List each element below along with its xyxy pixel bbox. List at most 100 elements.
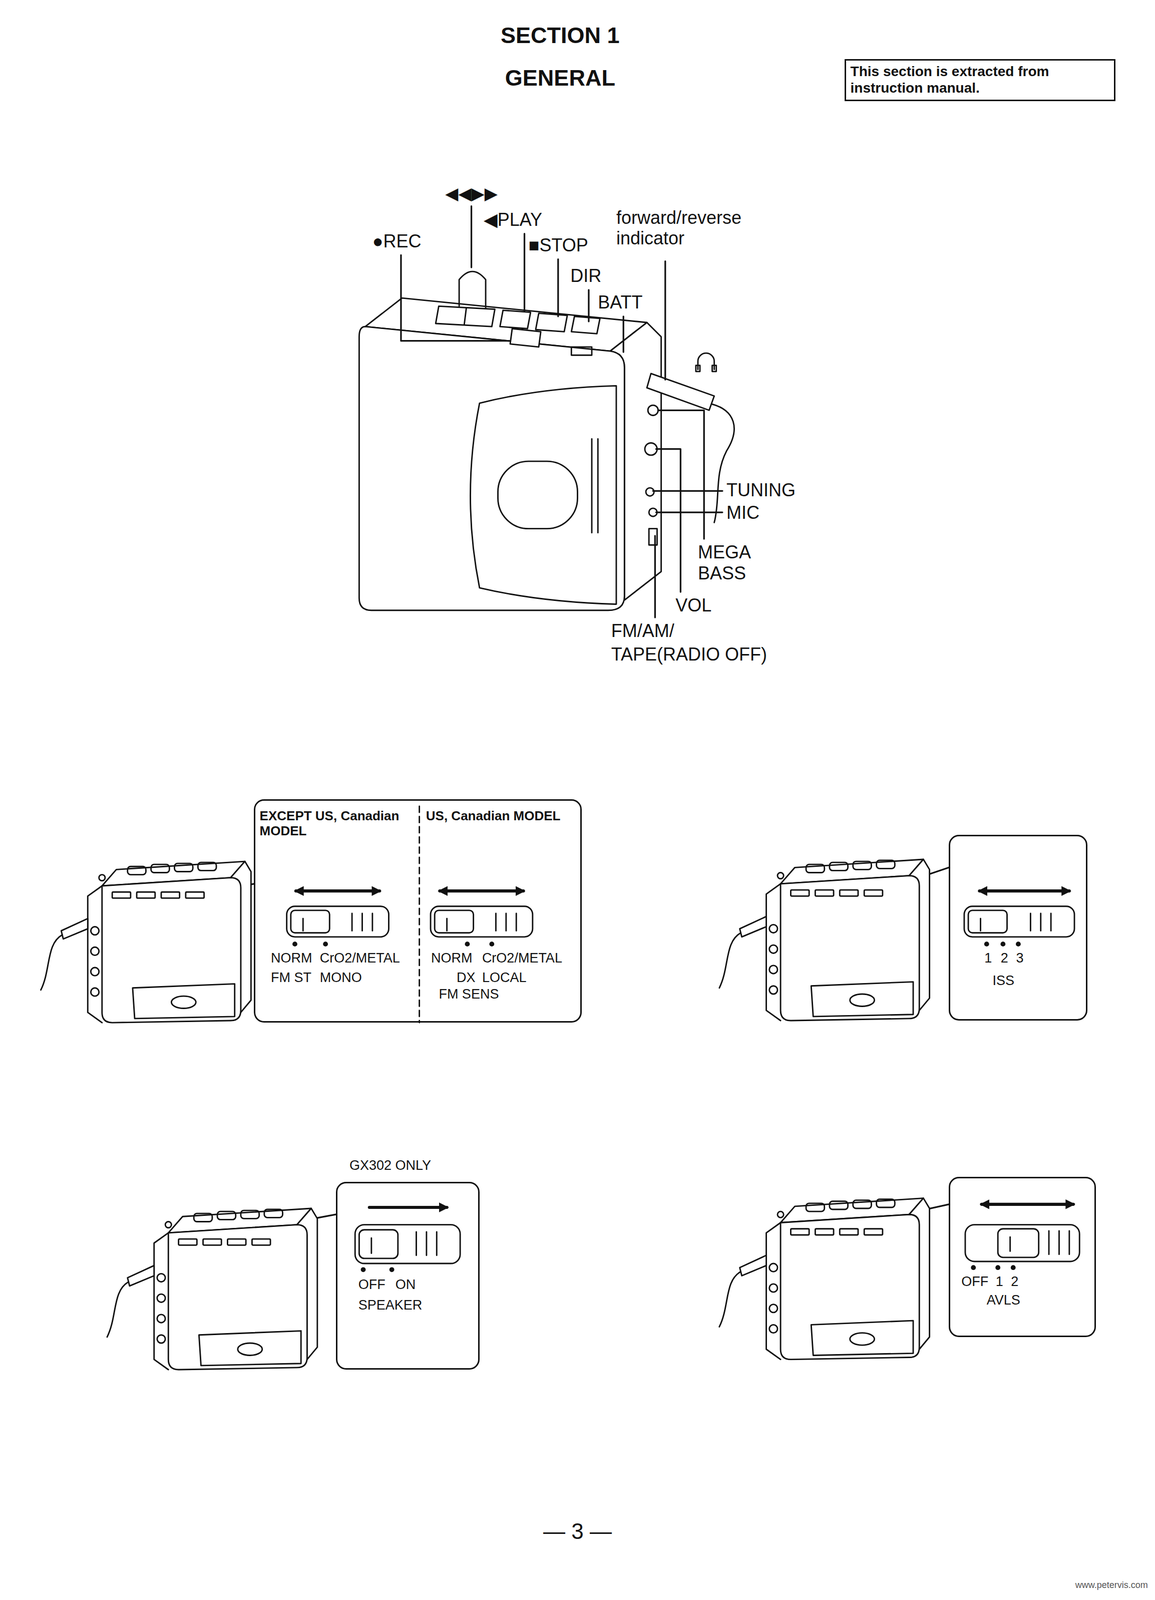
slide-switch bbox=[295, 889, 380, 893]
switch-panel: GX302 ONLYOFFONSPEAKER bbox=[335, 1181, 480, 1370]
cassette-player bbox=[464, 307, 467, 325]
cassette-player bbox=[695, 365, 700, 372]
cassette-player bbox=[571, 316, 600, 334]
slide-switch bbox=[439, 889, 524, 893]
leader-line bbox=[187, 206, 949, 1243]
watermark: www.petervis.com bbox=[1075, 1579, 1148, 1591]
switch-panel: 123ISS bbox=[948, 834, 1088, 1021]
position-dot bbox=[970, 1264, 976, 1270]
cassette-player bbox=[358, 271, 734, 611]
mini-player bbox=[41, 861, 252, 1023]
switch-label: ISS bbox=[992, 972, 1015, 989]
leader-line bbox=[655, 449, 681, 592]
position-dot bbox=[360, 1266, 366, 1272]
mini-player bbox=[719, 859, 930, 1021]
switch-label: AVLS bbox=[986, 1292, 1021, 1308]
switch-panel: OFF 12AVLS bbox=[948, 1176, 1096, 1337]
switch-panel: EXCEPT US, Canadian MODEL NORM CrO2/METAL F… bbox=[253, 799, 582, 1023]
position-dot bbox=[1000, 941, 1006, 947]
switch-label: 1 bbox=[984, 950, 992, 966]
switch-label: OFF bbox=[358, 1276, 386, 1293]
cassette-player bbox=[358, 326, 625, 611]
cassette-player bbox=[500, 310, 531, 329]
slide-switch bbox=[968, 910, 1007, 933]
cassette-player bbox=[591, 438, 598, 533]
leader-line bbox=[523, 233, 526, 312]
slide-switch bbox=[286, 906, 390, 937]
position-dot bbox=[1015, 941, 1021, 947]
note-box: This section is extracted from instructi… bbox=[844, 59, 1116, 101]
switch-label: DX bbox=[456, 969, 476, 986]
slide-switch bbox=[290, 910, 330, 933]
leader-line bbox=[470, 206, 473, 268]
position-dot bbox=[292, 941, 298, 947]
section-title: SECTION 1 bbox=[500, 22, 620, 49]
position-dot bbox=[322, 941, 328, 947]
switch-label: 1 bbox=[995, 1273, 1004, 1290]
panel-heading: EXCEPT US, Canadian MODEL bbox=[259, 808, 421, 839]
leader-line bbox=[652, 490, 723, 492]
button-label: ■STOP bbox=[528, 234, 589, 256]
cassette-player bbox=[510, 328, 541, 347]
slide-switch bbox=[369, 1205, 448, 1209]
slide-switch bbox=[447, 913, 517, 931]
cassette-player bbox=[647, 405, 658, 416]
indicator-label: forward/reverse indicator bbox=[616, 207, 790, 249]
slide-switch bbox=[1010, 1230, 1070, 1255]
position-dot bbox=[489, 941, 495, 947]
slide-switch bbox=[354, 1224, 461, 1264]
slide-switch bbox=[286, 806, 1080, 1264]
slide-switch bbox=[371, 1231, 437, 1256]
switch-label: CrO2/METAL bbox=[319, 950, 401, 966]
cassette-player bbox=[571, 346, 592, 355]
slide-switch bbox=[965, 1224, 1080, 1262]
cassette-player bbox=[435, 305, 495, 327]
button-label: ●REC bbox=[372, 230, 422, 252]
panel-heading: GX302 ONLY bbox=[349, 1157, 432, 1174]
mini-player bbox=[41, 859, 930, 1370]
cassette-player bbox=[498, 461, 578, 529]
mini-player bbox=[107, 1208, 318, 1370]
switch-label: FM ST bbox=[270, 969, 312, 986]
slide-switch bbox=[997, 1228, 1039, 1258]
page-number: — 3 — bbox=[543, 1518, 612, 1545]
panel-heading: This section is extracted from instructi… bbox=[850, 63, 1111, 96]
leader-line bbox=[664, 261, 666, 380]
control-label: FM/AM/ bbox=[611, 620, 675, 641]
cassette-player bbox=[459, 271, 486, 308]
position-dot bbox=[465, 941, 471, 947]
control-label: VOL bbox=[675, 594, 712, 616]
switch-label: OFF bbox=[961, 1273, 989, 1290]
position-dot bbox=[389, 1266, 395, 1272]
button-label: ◀◀▶▶ bbox=[445, 183, 498, 204]
leader-line bbox=[587, 289, 590, 322]
slide-switch bbox=[358, 1229, 398, 1259]
position-dot bbox=[984, 941, 990, 947]
leader-line bbox=[557, 259, 559, 317]
mini-player bbox=[719, 1198, 930, 1360]
switch-label: SPEAKER bbox=[358, 1297, 423, 1313]
button-label: ◀PLAY bbox=[483, 209, 543, 230]
cassette-player bbox=[535, 313, 568, 332]
position-dot bbox=[995, 1264, 1001, 1270]
position-dot bbox=[292, 941, 1021, 1272]
switch-label: NORM bbox=[431, 950, 473, 966]
switch-label: CrO2/METAL bbox=[482, 950, 563, 966]
control-label: MIC bbox=[726, 502, 760, 523]
switch-label: FM SENS bbox=[438, 986, 499, 1002]
leader-line bbox=[401, 255, 511, 341]
slide-switch bbox=[430, 906, 533, 937]
control-label: MEGA BASS bbox=[697, 541, 750, 584]
cassette-player bbox=[645, 487, 654, 496]
walkman-illustration bbox=[41, 206, 1080, 1370]
position-dot bbox=[1010, 1264, 1016, 1270]
switch-label: LOCAL bbox=[482, 969, 527, 986]
switch-label: 2 bbox=[1010, 1273, 1019, 1290]
leader-line bbox=[622, 316, 625, 352]
cassette-player bbox=[712, 365, 717, 372]
switch-label: NORM bbox=[270, 950, 313, 966]
leader-line bbox=[655, 511, 722, 513]
switch-label: ON bbox=[395, 1276, 417, 1293]
switch-label: MONO bbox=[319, 969, 362, 986]
slide-switch bbox=[302, 913, 373, 931]
